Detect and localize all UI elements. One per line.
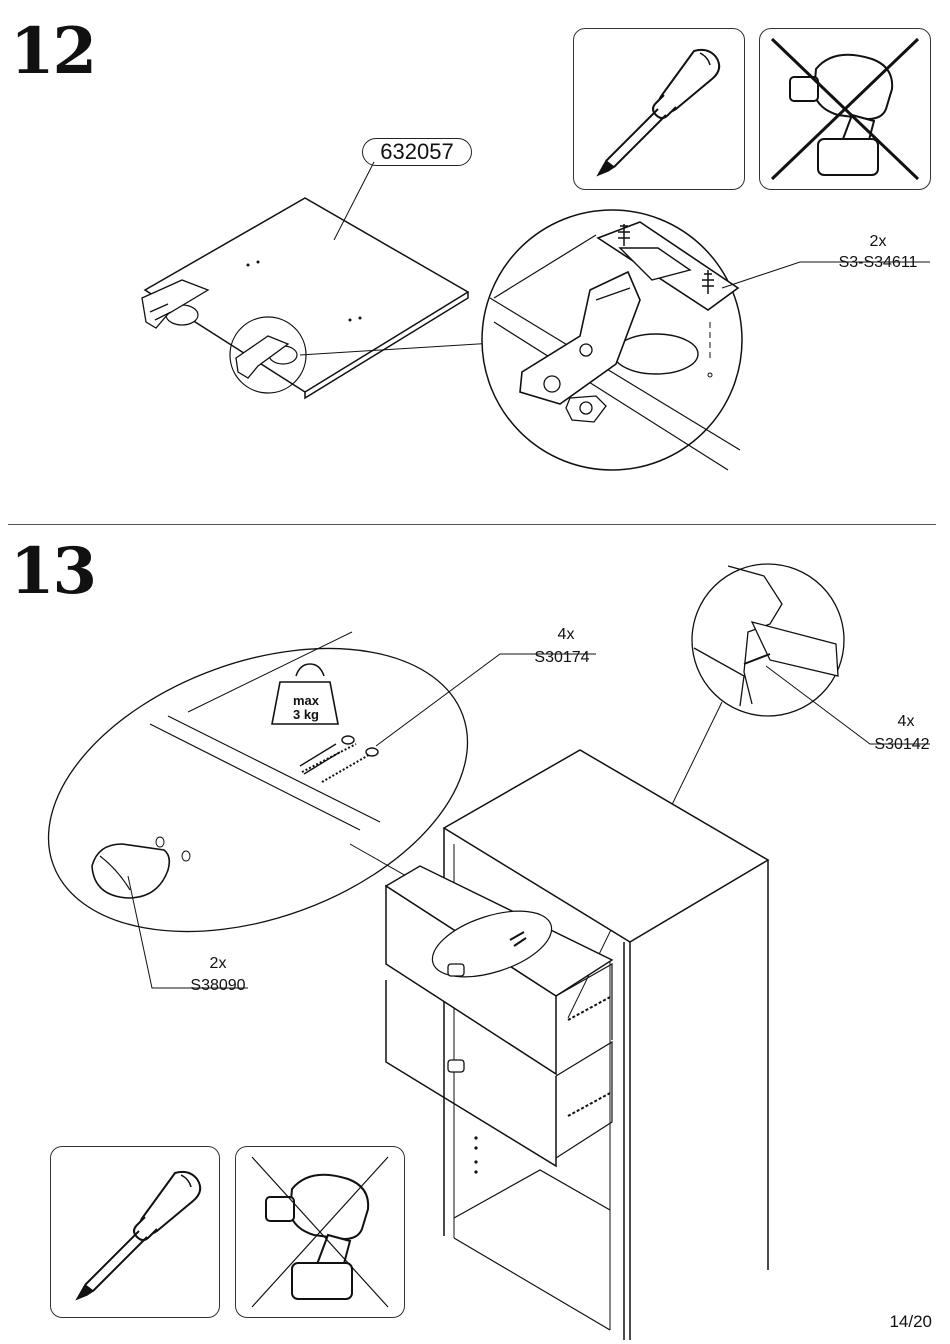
screw-qty-label: 4x bbox=[557, 626, 575, 643]
no-drill-tool-box bbox=[759, 28, 931, 190]
max-weight-line2: 3 kg bbox=[292, 707, 319, 722]
no-drill-tool-box-2 bbox=[235, 1146, 405, 1318]
no-power-drill-icon bbox=[770, 37, 920, 181]
page-number: 14/20 bbox=[889, 1312, 932, 1331]
max-weight-label: max 3 kg bbox=[278, 694, 334, 722]
handle-code-label: S38090 bbox=[190, 977, 246, 994]
step-13-number: 13 bbox=[10, 534, 97, 609]
screwdriver-icon bbox=[596, 48, 721, 177]
part-number-label: 632057 bbox=[362, 138, 472, 166]
screwdriver-icon bbox=[75, 1170, 202, 1301]
hinge-code-label: S3-S34611 bbox=[838, 254, 918, 271]
hinge-qty-label: 2x bbox=[869, 233, 887, 250]
step-12-number: 12 bbox=[10, 14, 97, 89]
step-13-drawing bbox=[47, 563, 930, 1340]
screwdriver-tool-box-2 bbox=[50, 1146, 220, 1318]
handle-qty-label: 2x bbox=[209, 955, 227, 972]
no-power-drill-icon bbox=[251, 1156, 389, 1308]
max-weight-line1: max bbox=[292, 693, 320, 708]
rail-screw-qty-label: 4x bbox=[897, 713, 915, 730]
screwdriver-tool-box bbox=[573, 28, 745, 190]
screw-code-label: S30174 bbox=[534, 649, 590, 666]
rail-screw-code-label: S30142 bbox=[874, 736, 930, 753]
step-12-drawing bbox=[141, 161, 930, 471]
step-divider bbox=[8, 524, 936, 525]
